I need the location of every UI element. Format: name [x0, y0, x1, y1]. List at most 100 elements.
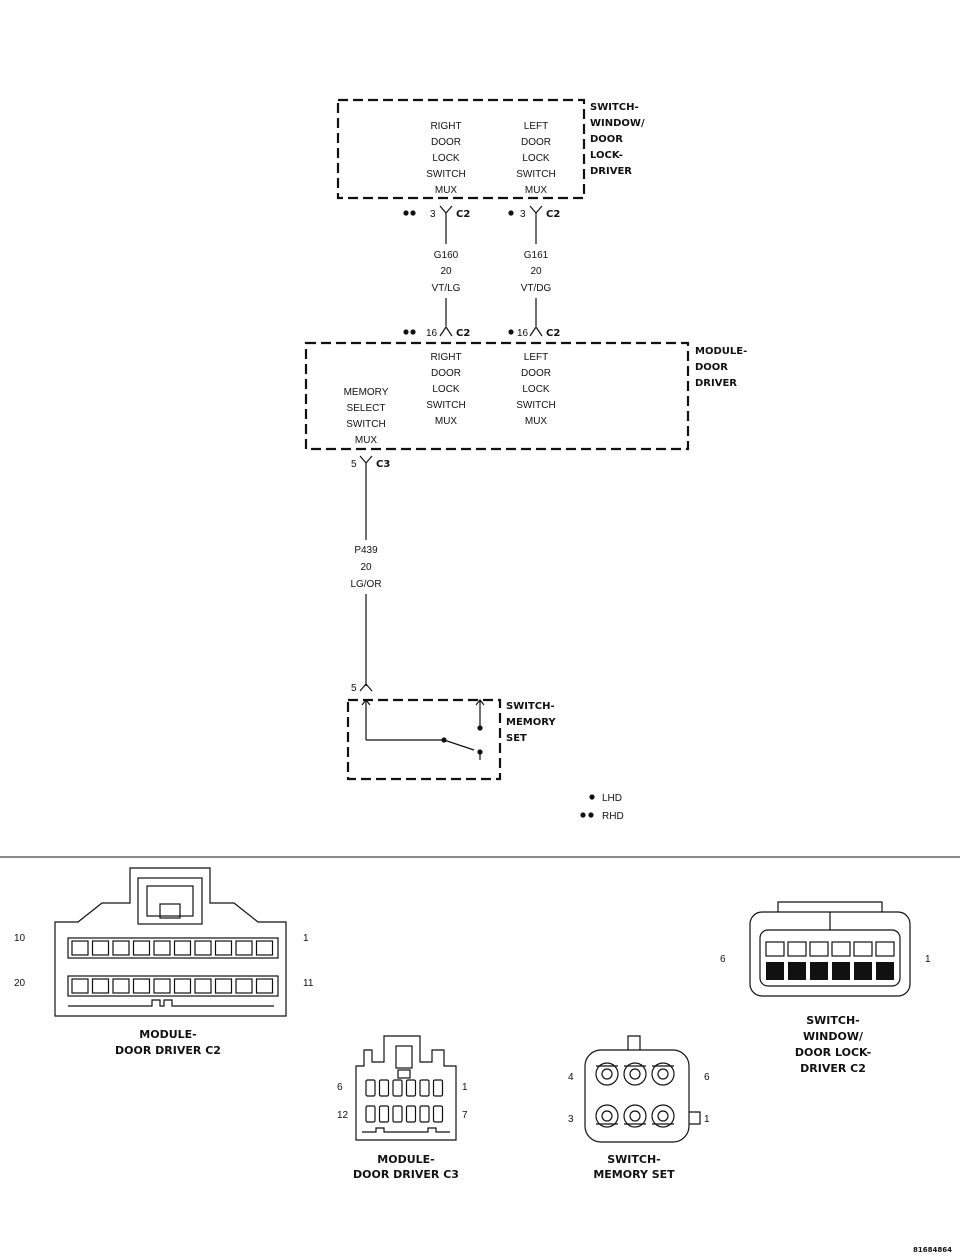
module-door-right-function: RIGHT DOOR LOCK SWITCH MUX — [426, 352, 465, 427]
svg-text:SET: SET — [506, 733, 527, 744]
svg-text:SWITCH: SWITCH — [516, 169, 555, 180]
pin-row-top — [71, 940, 274, 956]
pin-cavity — [255, 940, 274, 956]
svg-text:SWITCH: SWITCH — [426, 169, 465, 180]
svg-text:20: 20 — [14, 978, 26, 989]
rhd-dot — [410, 329, 416, 335]
svg-text:10: 10 — [14, 933, 26, 944]
svg-text:LOCK: LOCK — [522, 153, 550, 164]
pin-md-left: 16 C2 — [508, 325, 560, 339]
svg-text:1: 1 — [462, 1082, 468, 1093]
svg-text:MUX: MUX — [355, 435, 378, 446]
switch-window-box — [336, 98, 586, 200]
pin-terminal — [601, 1068, 613, 1080]
svg-text:C2: C2 — [546, 209, 560, 220]
pin-terminal — [854, 962, 872, 980]
svg-text:VT/DG: VT/DG — [521, 283, 552, 294]
pin-terminal — [629, 1110, 641, 1122]
figure-id: 81684864 — [913, 1246, 952, 1254]
rhd-dot — [410, 210, 416, 216]
pin-cavity — [235, 978, 253, 994]
svg-text:3: 3 — [520, 209, 526, 220]
pin-cavity — [787, 941, 807, 957]
svg-text:MUX: MUX — [525, 185, 548, 196]
pin-cavity — [132, 978, 151, 994]
svg-text:5: 5 — [351, 683, 357, 694]
pin-cavity — [112, 940, 130, 956]
svg-text:1: 1 — [303, 933, 309, 944]
male-terminal-icon — [529, 205, 543, 214]
svg-text:SWITCH-: SWITCH- — [806, 1014, 860, 1027]
switch-memory-label: SWITCH- MEMORY SET — [506, 701, 556, 744]
svg-text:16: 16 — [517, 328, 529, 339]
pin-terminal — [657, 1110, 669, 1122]
svg-text:1: 1 — [925, 954, 931, 965]
svg-text:RIGHT: RIGHT — [430, 121, 461, 132]
pin-cavity — [651, 1104, 675, 1128]
svg-text:MUX: MUX — [435, 416, 458, 427]
pin-cavity — [595, 1062, 619, 1086]
svg-text:LHD: LHD — [602, 793, 622, 804]
svg-text:P439: P439 — [354, 545, 378, 556]
pin-cavity — [194, 978, 212, 994]
svg-text:DOOR: DOOR — [695, 362, 728, 373]
svg-text:3: 3 — [430, 209, 436, 220]
pin-cavity — [71, 978, 89, 994]
pin-terminal — [629, 1068, 641, 1080]
pin-terminal — [876, 962, 894, 980]
pin-terminal — [832, 962, 850, 980]
svg-text:G160: G160 — [434, 250, 459, 261]
switch-window-right-function: RIGHT DOOR LOCK SWITCH MUX — [426, 121, 465, 196]
pin-cavity — [255, 978, 274, 994]
pin-cavity — [365, 1105, 376, 1123]
pin-cavity — [623, 1104, 647, 1128]
pin-cavity — [853, 941, 873, 957]
connector-memory-set: 4 6 3 1 SWITCH- MEMORY SET — [568, 1035, 710, 1181]
svg-text:C2: C2 — [456, 328, 470, 339]
svg-text:LEFT: LEFT — [524, 352, 548, 363]
pin-cavity — [419, 1105, 430, 1123]
pin-cavity — [595, 1104, 619, 1128]
svg-text:DRIVER: DRIVER — [695, 378, 737, 389]
svg-text:DOOR: DOOR — [431, 368, 461, 379]
svg-text:DOOR: DOOR — [521, 368, 551, 379]
pin-cavity — [214, 978, 233, 994]
lhd-dot — [589, 794, 595, 800]
svg-text:RIGHT: RIGHT — [430, 352, 461, 363]
svg-text:DRIVER: DRIVER — [590, 166, 632, 177]
pin-cavity — [432, 1105, 444, 1123]
lhd-dot — [508, 210, 514, 216]
switch-memory-box — [346, 698, 502, 781]
pin-terminal — [810, 962, 828, 980]
pin-cavity — [214, 940, 233, 956]
switch-window-door-lock-driver: SWITCH- WINDOW/ DOOR LOCK- DRIVER RIGHT … — [336, 98, 645, 200]
svg-text:DOOR DRIVER C3: DOOR DRIVER C3 — [353, 1168, 459, 1181]
svg-text:DOOR DRIVER C2: DOOR DRIVER C2 — [115, 1044, 221, 1057]
svg-text:DOOR LOCK-: DOOR LOCK- — [795, 1046, 871, 1059]
pin-cavity — [392, 1105, 403, 1123]
rhd-dot — [580, 812, 586, 818]
svg-text:RHD: RHD — [602, 811, 624, 822]
pin-cavity — [194, 940, 212, 956]
svg-text:MUX: MUX — [525, 416, 548, 427]
switch-memory-set: SWITCH- MEMORY SET — [346, 698, 556, 781]
pin-cavity — [432, 1079, 444, 1097]
svg-text:5: 5 — [351, 459, 357, 470]
connector-module-c2: 10 1 20 11 MODULE- DOOR DRIVER C2 — [14, 867, 314, 1057]
svg-text:DOOR: DOOR — [590, 134, 623, 145]
svg-text:6: 6 — [720, 954, 726, 965]
pin-cavity — [71, 940, 89, 956]
pin-sw-left: 3 C2 — [508, 205, 560, 220]
svg-text:SWITCH-: SWITCH- — [590, 102, 639, 113]
svg-text:12: 12 — [337, 1110, 349, 1121]
pin-row-bottom — [595, 1104, 675, 1128]
pin-cavity — [132, 940, 151, 956]
pin-terminal — [766, 962, 784, 980]
legend: LHD RHD — [580, 793, 624, 822]
switch-window-left-function: LEFT DOOR LOCK SWITCH MUX — [516, 121, 555, 196]
svg-text:VT/LG: VT/LG — [432, 283, 461, 294]
svg-text:MODULE-: MODULE- — [139, 1028, 196, 1041]
svg-text:C3: C3 — [376, 459, 390, 470]
svg-text:LEFT: LEFT — [524, 121, 548, 132]
female-terminal-icon — [359, 683, 373, 692]
